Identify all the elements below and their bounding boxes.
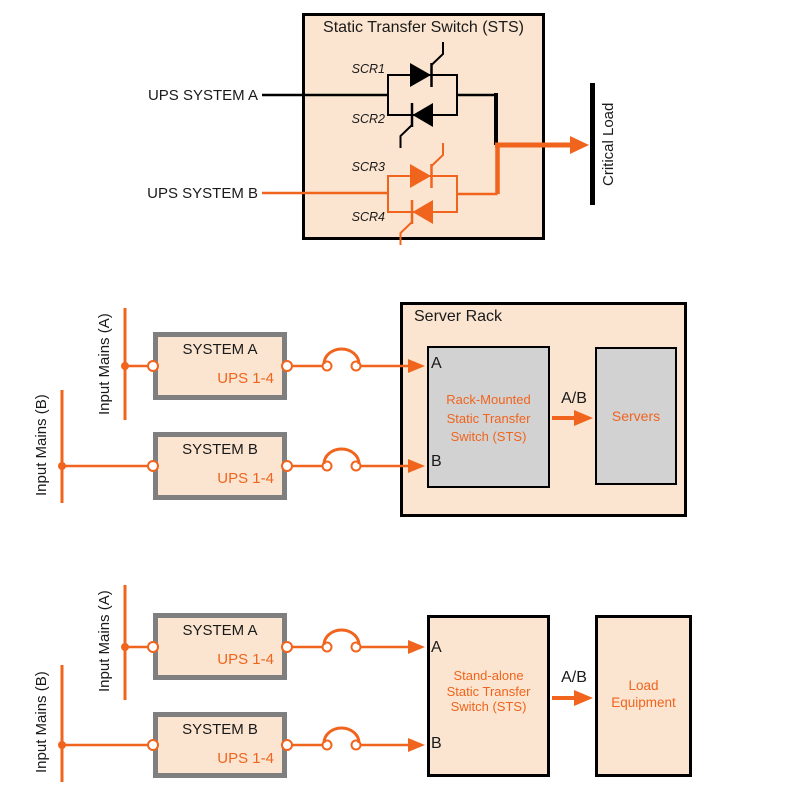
sts-label-line: Switch (STS) (450, 429, 527, 444)
system-a-name: SYSTEM A (182, 341, 258, 358)
servers-label: Servers (611, 408, 661, 424)
servers-box (595, 347, 677, 485)
input-mains-a-label-middle: Input Mains (A) (96, 313, 113, 415)
system-b-ups-box-middle: SYSTEM B UPS 1-4 (153, 432, 287, 500)
load-label-line: Equipment (611, 695, 676, 710)
system-a-units: UPS 1-4 (217, 370, 274, 387)
sts-label-line: Switch (STS) (450, 699, 527, 714)
sts-port-a-label: A (431, 639, 442, 656)
rack-mounted-sts-label: Rack-Mounted Static Transfer Switch (STS… (427, 391, 550, 447)
load-equipment-box (595, 615, 692, 777)
ups-system-a-label: UPS SYSTEM A (147, 87, 258, 104)
system-b-name: SYSTEM B (182, 441, 258, 458)
system-b-units: UPS 1-4 (217, 750, 274, 767)
rack-mounted-sts-box (427, 346, 550, 488)
stand-alone-sts-box (427, 615, 550, 777)
critical-load-label: Critical Load (600, 102, 617, 186)
static-transfer-switch-box (302, 13, 545, 240)
scr4-label: SCR4 (351, 210, 385, 224)
sts-label-line: Stand-alone (453, 668, 524, 683)
system-a-ups-box-middle: SYSTEM A UPS 1-4 (153, 332, 287, 400)
input-mains-b-label-bottom: Input Mains (B) (33, 671, 50, 773)
load-equipment-label: Load Equipment (595, 677, 692, 711)
ups-system-b-label: UPS SYSTEM B (147, 185, 258, 202)
system-b-units: UPS 1-4 (217, 470, 274, 487)
sts-label-line: Static Transfer (446, 410, 531, 426)
sts-port-b-label: B (431, 453, 442, 470)
system-b-name: SYSTEM B (182, 721, 258, 738)
scr1-label: SCR1 (351, 62, 385, 76)
scr3-label: SCR3 (351, 160, 385, 174)
system-a-name: SYSTEM A (182, 622, 258, 639)
input-mains-b-label-middle: Input Mains (B) (33, 394, 50, 496)
breaker-arc-icon (322, 347, 361, 365)
sts-label-line: Static Transfer (446, 683, 531, 699)
sts-port-b-label: B (431, 735, 442, 752)
sts-label-line: Rack-Mounted (446, 392, 531, 407)
system-a-ups-box-bottom: SYSTEM A UPS 1-4 (153, 613, 287, 680)
load-label-line: Load (628, 678, 659, 693)
stand-alone-sts-label: Stand-alone Static Transfer Switch (STS) (427, 668, 550, 715)
scr2-label: SCR2 (351, 112, 385, 126)
input-mains-a-label-bottom: Input Mains (A) (96, 590, 113, 692)
breaker-arc-icon (322, 628, 361, 646)
system-a-units: UPS 1-4 (217, 651, 274, 668)
sts-port-a-label: A (431, 355, 442, 372)
system-b-ups-box-bottom: SYSTEM B UPS 1-4 (153, 712, 287, 778)
breaker-arc-icon (322, 726, 361, 744)
ab-output-arrow-bottom (552, 690, 593, 706)
sts-box-title: Static Transfer Switch (STS) (323, 19, 524, 36)
breaker-arc-icon (322, 447, 361, 465)
critical-load-bar (590, 83, 595, 205)
ab-label-middle: A/B (561, 390, 587, 407)
ab-label-bottom: A/B (561, 669, 587, 686)
server-rack-title: Server Rack (414, 308, 503, 325)
